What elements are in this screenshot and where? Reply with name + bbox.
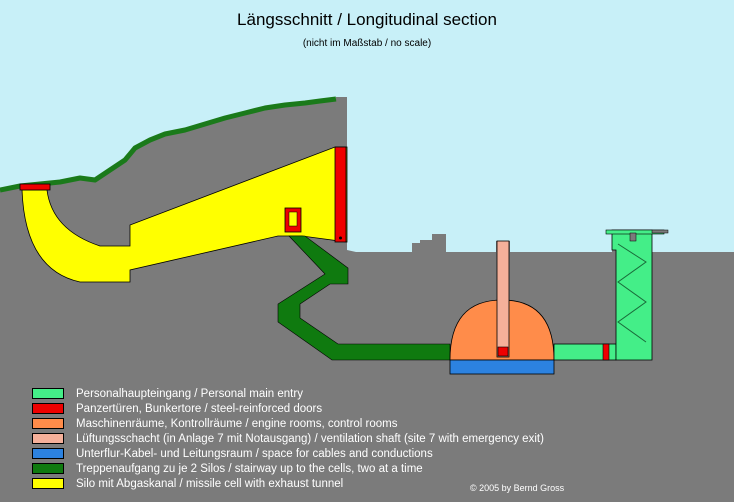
legend-item-doors: Panzertüren, Bunkertore / steel-reinforc…: [32, 401, 544, 416]
stairway: [277, 235, 451, 361]
legend-item-stairway: Treppenaufgang zu je 2 Silos / stairway …: [32, 461, 544, 476]
grass-line: [0, 96, 337, 193]
cable-space: [449, 359, 555, 375]
missile-silo: [21, 146, 348, 283]
silo-cover-door: [19, 183, 51, 191]
legend-swatch: [32, 448, 64, 459]
legend-swatch: [32, 418, 64, 429]
personnel-entry-tower: [611, 229, 653, 361]
legend-swatch: [32, 463, 64, 474]
legend-item-silo: Silo mit Abgaskanal / missile cell with …: [32, 476, 544, 491]
legend-label: Silo mit Abgaskanal / missile cell with …: [76, 477, 344, 490]
legend-swatch: [32, 433, 64, 444]
copyright-notice: © 2005 by Bernd Gross: [470, 483, 565, 493]
legend: Personalhaupteingang / Personal main ent…: [32, 386, 544, 491]
silo-blast-door: [334, 146, 347, 243]
diagram-title: Längsschnitt / Longitudinal section: [237, 10, 497, 29]
ground: [0, 97, 734, 502]
legend-label: Panzertüren, Bunkertore / steel-reinforc…: [76, 402, 323, 415]
diagram-subtitle: (nicht im Maßstab / no scale): [302, 38, 432, 49]
legend-swatch: [32, 388, 64, 399]
legend-swatch: [32, 403, 64, 414]
legend-label: Personalhaupteingang / Personal main ent…: [76, 387, 303, 400]
entry-steel-door: [602, 343, 610, 361]
legend-label: Treppenaufgang zu je 2 Silos / stairway …: [76, 462, 423, 475]
legend-label: Maschinenräume, Kontrollräume / engine r…: [76, 417, 398, 430]
legend-item-personal-entry: Personalhaupteingang / Personal main ent…: [32, 386, 544, 401]
legend-item-ventilation: Lüftungsschacht (in Anlage 7 mit Notausg…: [32, 431, 544, 446]
legend-label: Lüftungsschacht (in Anlage 7 mit Notausg…: [76, 432, 544, 445]
legend-item-engine-rooms: Maschinenräume, Kontrollräume / engine r…: [32, 416, 544, 431]
legend-item-cable-space: Unterflur-Kabel- und Leitungsraum / spac…: [32, 446, 544, 461]
legend-swatch: [32, 478, 64, 489]
ventilation-shaft: [496, 240, 510, 358]
legend-label: Unterflur-Kabel- und Leitungsraum / spac…: [76, 447, 433, 460]
entry-stair-zigzag: [617, 243, 647, 343]
